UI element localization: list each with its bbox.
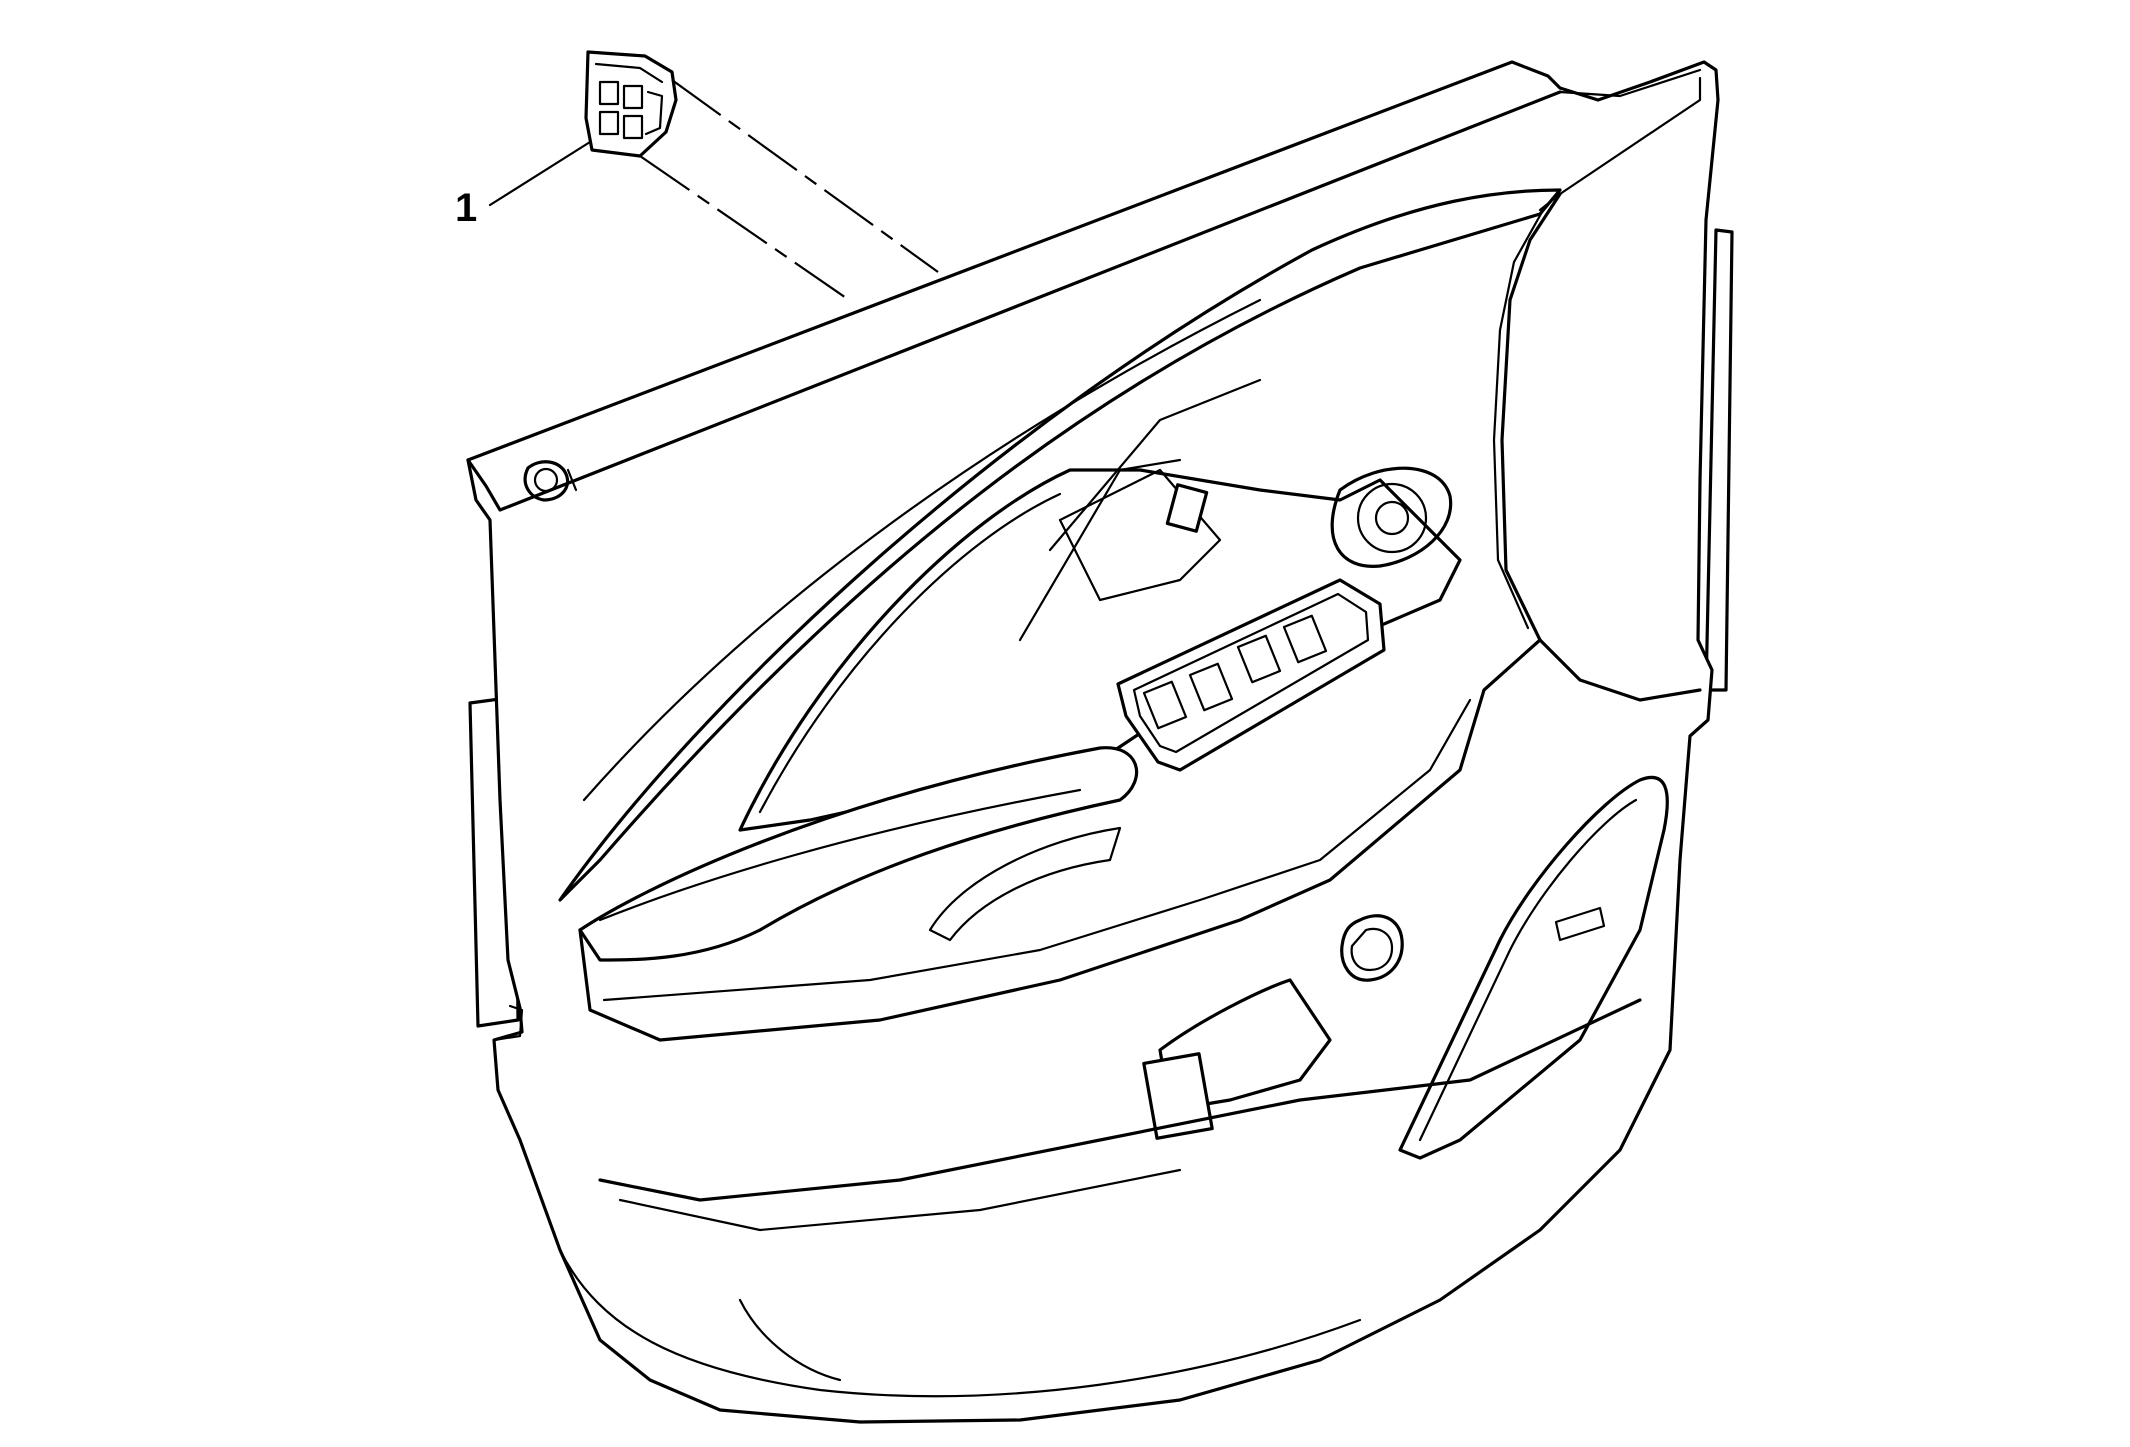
callout-number-1: 1 bbox=[455, 186, 478, 230]
door-release-handle bbox=[1340, 914, 1404, 982]
mirror-control-knob bbox=[1330, 466, 1453, 568]
window-switch-component bbox=[584, 50, 678, 158]
install-path-line-upper bbox=[671, 79, 939, 273]
callout-leader-line bbox=[488, 140, 592, 207]
install-path-line-lower bbox=[639, 155, 853, 303]
fastener-clip bbox=[523, 460, 578, 502]
speaker-grille bbox=[1398, 775, 1669, 1160]
door-trim-panel bbox=[466, 60, 1734, 1424]
